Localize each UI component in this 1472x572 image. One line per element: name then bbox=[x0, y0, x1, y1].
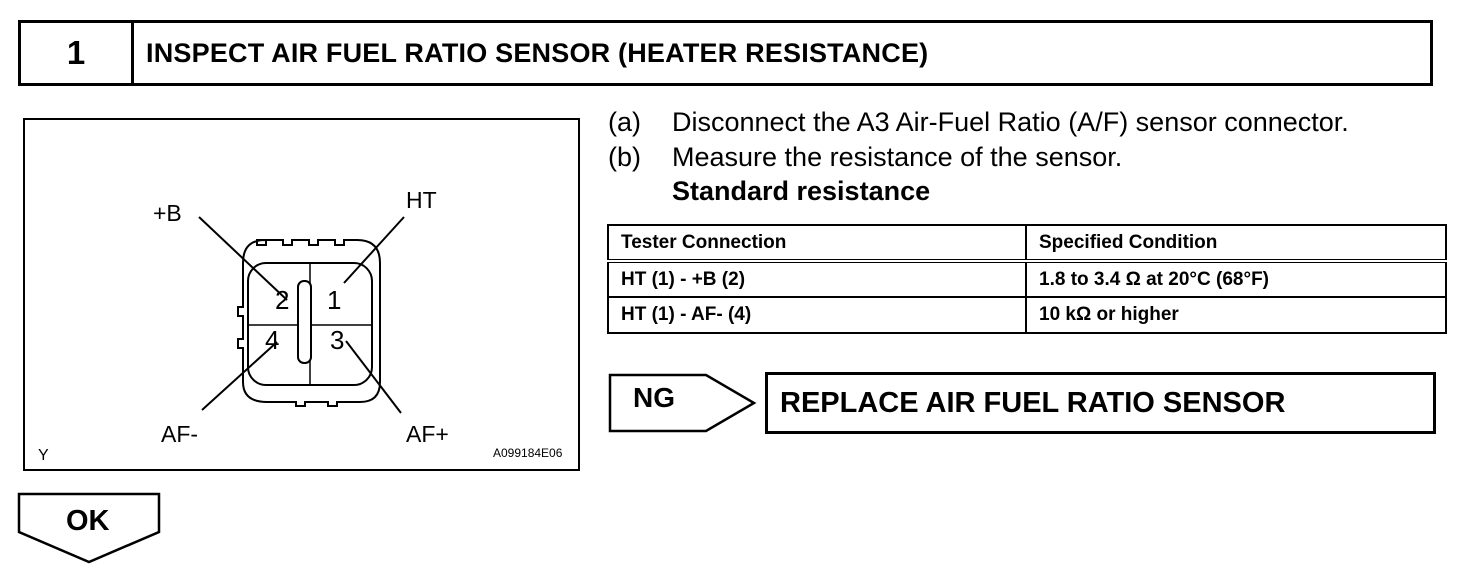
table-header-cell: Specified Condition bbox=[1025, 224, 1447, 263]
connector-drawing: 2 1 4 3 +B HT AF- AF+ Y A099184E06 bbox=[38, 187, 563, 464]
instruction-marker: (b) bbox=[608, 142, 641, 172]
table-cell: 10 kΩ or higher bbox=[1025, 296, 1447, 334]
table-row: HT (1) - AF- (4) 10 kΩ or higher bbox=[607, 296, 1447, 334]
terminal-ht-label: HT bbox=[406, 187, 437, 213]
table-row: HT (1) - +B (2) 1.8 to 3.4 Ω at 20°C (68… bbox=[607, 260, 1447, 298]
leader-plus-b bbox=[198, 216, 288, 301]
standard-title: Standard resistance bbox=[672, 176, 931, 206]
table-cell: HT (1) - +B (2) bbox=[607, 260, 1027, 298]
leader-af-plus bbox=[345, 340, 402, 414]
pin-1-label: 1 bbox=[327, 285, 341, 315]
instruction-text: Measure the resistance of the sensor. bbox=[672, 142, 1123, 172]
spec-table: Tester Connection Specified Condition HT… bbox=[607, 224, 1447, 334]
connector-outline bbox=[237, 239, 381, 407]
pin-3-label: 3 bbox=[330, 325, 344, 355]
ng-label: NG bbox=[633, 382, 675, 413]
table-header-row: Tester Connection Specified Condition bbox=[607, 224, 1447, 263]
connector-diagram: 2 1 4 3 +B HT AF- AF+ Y A099184E06 bbox=[23, 118, 580, 471]
leader-ht bbox=[343, 216, 405, 284]
instruction-marker: (a) bbox=[608, 107, 641, 137]
terminal-plus-b-label: +B bbox=[153, 200, 182, 226]
table-header-cell: Tester Connection bbox=[607, 224, 1027, 263]
pin-4-label: 4 bbox=[265, 325, 279, 355]
step-header: 1 INSPECT AIR FUEL RATIO SENSOR (HEATER … bbox=[18, 20, 1433, 86]
ng-arrow bbox=[608, 373, 757, 433]
view-mark: Y bbox=[38, 447, 49, 464]
instruction-text: Disconnect the A3 Air-Fuel Ratio (A/F) s… bbox=[672, 107, 1349, 137]
ok-arrow bbox=[17, 492, 161, 564]
connector-key bbox=[297, 280, 312, 364]
step-title: INSPECT AIR FUEL RATIO SENSOR (HEATER RE… bbox=[146, 37, 929, 68]
terminal-af-plus-label: AF+ bbox=[406, 421, 449, 447]
figure-id: A099184E06 bbox=[493, 446, 563, 460]
step-number: 1 bbox=[21, 23, 134, 83]
ok-label: OK bbox=[66, 505, 110, 537]
terminal-af-minus-label: AF- bbox=[161, 421, 198, 447]
table-cell: HT (1) - AF- (4) bbox=[607, 296, 1027, 334]
ng-action-box: REPLACE AIR FUEL RATIO SENSOR bbox=[765, 372, 1436, 434]
leader-af-minus bbox=[201, 341, 278, 411]
table-cell: 1.8 to 3.4 Ω at 20°C (68°F) bbox=[1025, 260, 1447, 298]
